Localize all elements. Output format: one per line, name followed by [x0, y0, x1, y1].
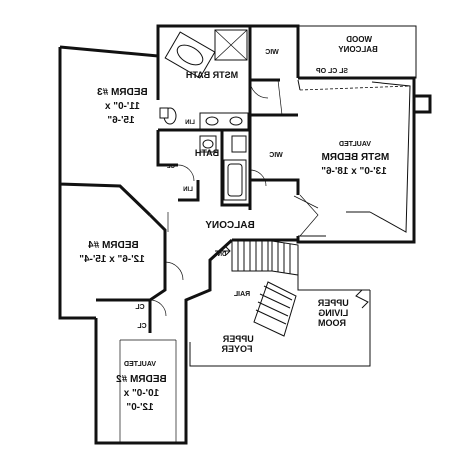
cl-bath-label: CL: [167, 164, 175, 170]
cl-left2-label: CL: [137, 323, 147, 330]
upper-living-label: UPPER LIVING ROOM: [315, 298, 349, 328]
detail-lines: [119, 79, 411, 443]
lin-top-label: LIN: [185, 120, 195, 126]
cl-left1-label: CL: [135, 304, 145, 311]
balcony-label: BALCONY: [205, 220, 255, 231]
mstr-bath-label: MSTR BATH: [186, 70, 238, 80]
bedrm2-label: BEDRM #2 10'-0" x 12'-0": [113, 374, 166, 413]
lin-low-label: LIN: [183, 187, 193, 193]
bedrm4-label: BEDRM #4 12'-6" x 15'-4": [79, 240, 145, 265]
wic-top-label: WIC: [265, 49, 279, 56]
wic-mid-label: WIC: [269, 152, 283, 159]
stairs: [215, 240, 299, 337]
bedrm2-vaulted-label: VAULTED: [124, 361, 156, 368]
upper-foyer-label: UPPER FOYER: [220, 334, 254, 354]
bedrm3-label: BEDRM #3 11'-0" x 15'-6": [94, 87, 147, 126]
bath-fixtures: [159, 29, 249, 201]
rail-label: RAIL: [233, 291, 250, 298]
door-swings: [149, 79, 319, 317]
exterior-walls: [58, 24, 432, 445]
dn-label: DN: [218, 252, 227, 258]
wood-balcony-note: SL CL OP: [316, 68, 348, 75]
bath-label: BATH: [195, 148, 219, 158]
wood-balcony-label: WOOD BALCONY: [338, 35, 378, 54]
mstr-vaulted-label: VAULTED: [339, 141, 371, 148]
mstr-bedrm-label: MSTR BEDRM 13'-0" x 18'-6": [319, 152, 390, 177]
